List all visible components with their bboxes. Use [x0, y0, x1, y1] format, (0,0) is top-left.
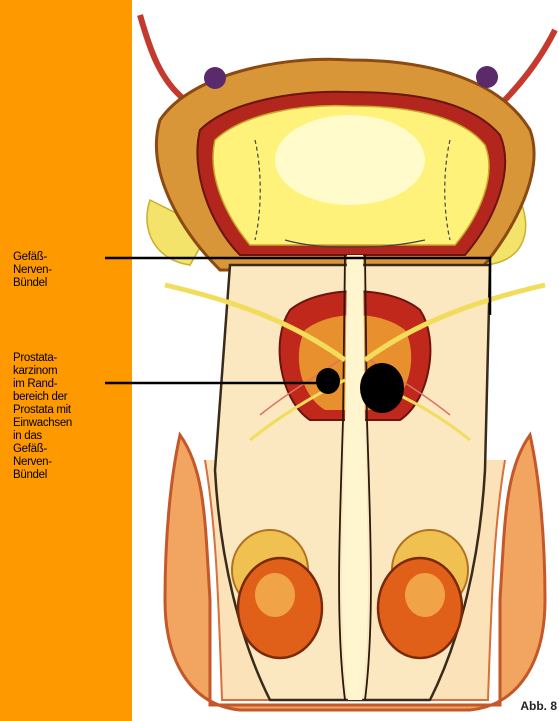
left-artery [140, 15, 185, 100]
bladder-highlight [275, 115, 425, 205]
left-ureter-dot [204, 67, 226, 89]
figure-number: Abb. 8 [520, 699, 557, 713]
label-line: Gefäß- [13, 443, 72, 456]
label-line: Einwachsen [13, 417, 72, 430]
label-line: bereich der [13, 391, 72, 404]
label-line: Nerven- [13, 264, 52, 277]
right-artery [500, 30, 555, 105]
label-line: Prostata mit [13, 404, 72, 417]
right-ureter-dot [476, 66, 498, 88]
label-line: Bündel [13, 469, 72, 482]
left-testis-highlight [255, 573, 295, 617]
label-line: im Rand- [13, 378, 72, 391]
label-line: Gefäß- [13, 251, 52, 264]
label-line: Prostata- [13, 352, 72, 365]
label-nerve-bundle: Gefäß-Nerven-Bündel [13, 251, 52, 290]
label-line: in das [13, 430, 72, 443]
right-testis-highlight [405, 573, 445, 617]
label-line: karzinom [13, 365, 72, 378]
label-line: Bündel [13, 277, 52, 290]
tumor-small [316, 368, 340, 394]
tumor-large [360, 363, 404, 413]
label-line: Nerven- [13, 456, 72, 469]
